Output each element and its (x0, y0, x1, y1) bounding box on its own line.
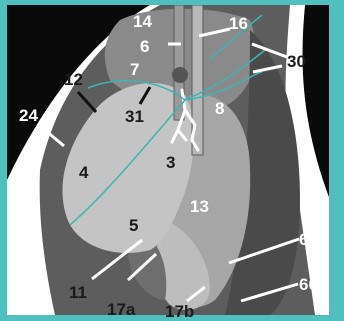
label-17b: 17b (165, 302, 194, 321)
label-4: 4 (79, 163, 89, 182)
label-8: 8 (215, 99, 224, 118)
label-60: 60 (299, 275, 318, 294)
label-13: 13 (190, 197, 209, 216)
label-30: 30 (287, 52, 306, 71)
label-24: 24 (19, 106, 38, 125)
label-16: 16 (229, 14, 248, 33)
label-17a: 17a (107, 300, 136, 319)
label-3: 3 (166, 153, 175, 172)
label-6: 6 (140, 37, 149, 56)
label-11: 11 (69, 283, 87, 302)
label-12: 12 (64, 70, 83, 89)
label-31: 31 (125, 107, 144, 126)
label-61: 61 (299, 230, 318, 249)
knob (172, 67, 188, 83)
label-14: 14 (133, 12, 152, 31)
label-5: 5 (129, 216, 138, 235)
label-7: 7 (130, 60, 139, 79)
